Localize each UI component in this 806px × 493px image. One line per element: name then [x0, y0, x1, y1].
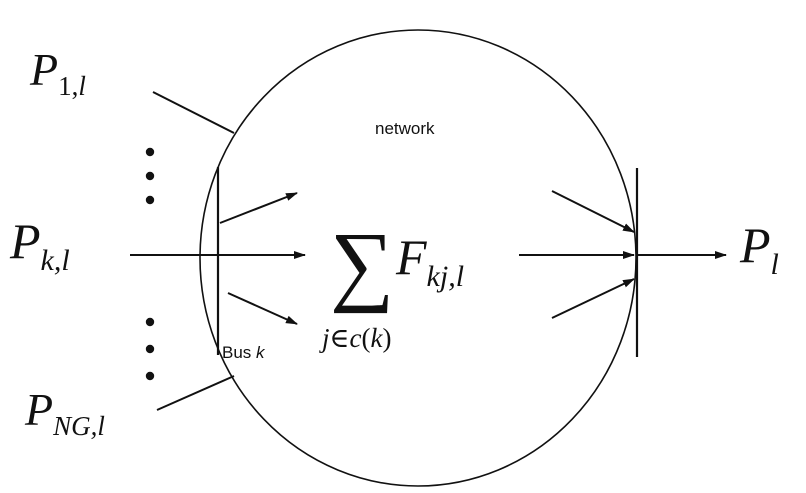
sum-index-open: ( — [362, 323, 371, 353]
input-k-base: P — [9, 213, 41, 269]
input-line-ng — [156, 375, 235, 411]
svg-text:Pk,l: Pk,l — [9, 213, 70, 277]
input-ng-base: P — [24, 384, 53, 435]
ellipsis-dots-lower — [145, 317, 155, 381]
sum-term-subscript: kj,l — [427, 260, 465, 293]
sum-index-arg: k — [371, 323, 384, 353]
network-label: network — [375, 119, 435, 138]
input-power-k: Pk,l — [9, 213, 70, 277]
bus-label-var: k — [256, 343, 266, 362]
sum-index-in: ∈ — [330, 323, 350, 353]
sum-term: Fkj,l — [395, 229, 464, 293]
output-power: Pl — [739, 217, 779, 281]
branch-arrow-up — [219, 192, 298, 224]
output-subscript: l — [771, 248, 779, 281]
incoming-arrow-down — [551, 278, 635, 319]
bus-label-text: Bus — [222, 343, 251, 362]
incoming-arrow-up — [551, 190, 635, 233]
sum-term-base: F — [395, 229, 427, 285]
ellipsis-dots-upper — [145, 147, 155, 205]
sum-index-close: ) — [382, 323, 391, 353]
input-first-base: P — [29, 44, 58, 95]
bus-k-label: Bus k — [222, 343, 266, 362]
svg-text:Pl: Pl — [739, 217, 779, 281]
input-first-subscript: 1, — [58, 71, 78, 101]
input-line-first — [152, 91, 235, 134]
input-k-subscript: k,l — [41, 244, 70, 277]
sum-index: j∈c(k) — [319, 323, 391, 353]
output-base: P — [739, 217, 771, 273]
input-power-first: P1,l — [29, 44, 86, 101]
sum-index-var: j — [319, 323, 330, 353]
svg-text:PNG,l: PNG,l — [24, 384, 105, 441]
sum-expression: ∑ Fkj,l j∈c(k) — [319, 215, 464, 353]
input-first-subscript-var: l — [78, 71, 86, 101]
sum-symbol: ∑ — [330, 215, 394, 314]
svg-text:P1,l: P1,l — [29, 44, 86, 101]
branch-arrow-down — [227, 292, 298, 325]
input-power-ng: PNG,l — [24, 384, 105, 441]
sum-index-set: c — [350, 323, 362, 353]
input-ng-subscript: NG,l — [52, 411, 105, 441]
